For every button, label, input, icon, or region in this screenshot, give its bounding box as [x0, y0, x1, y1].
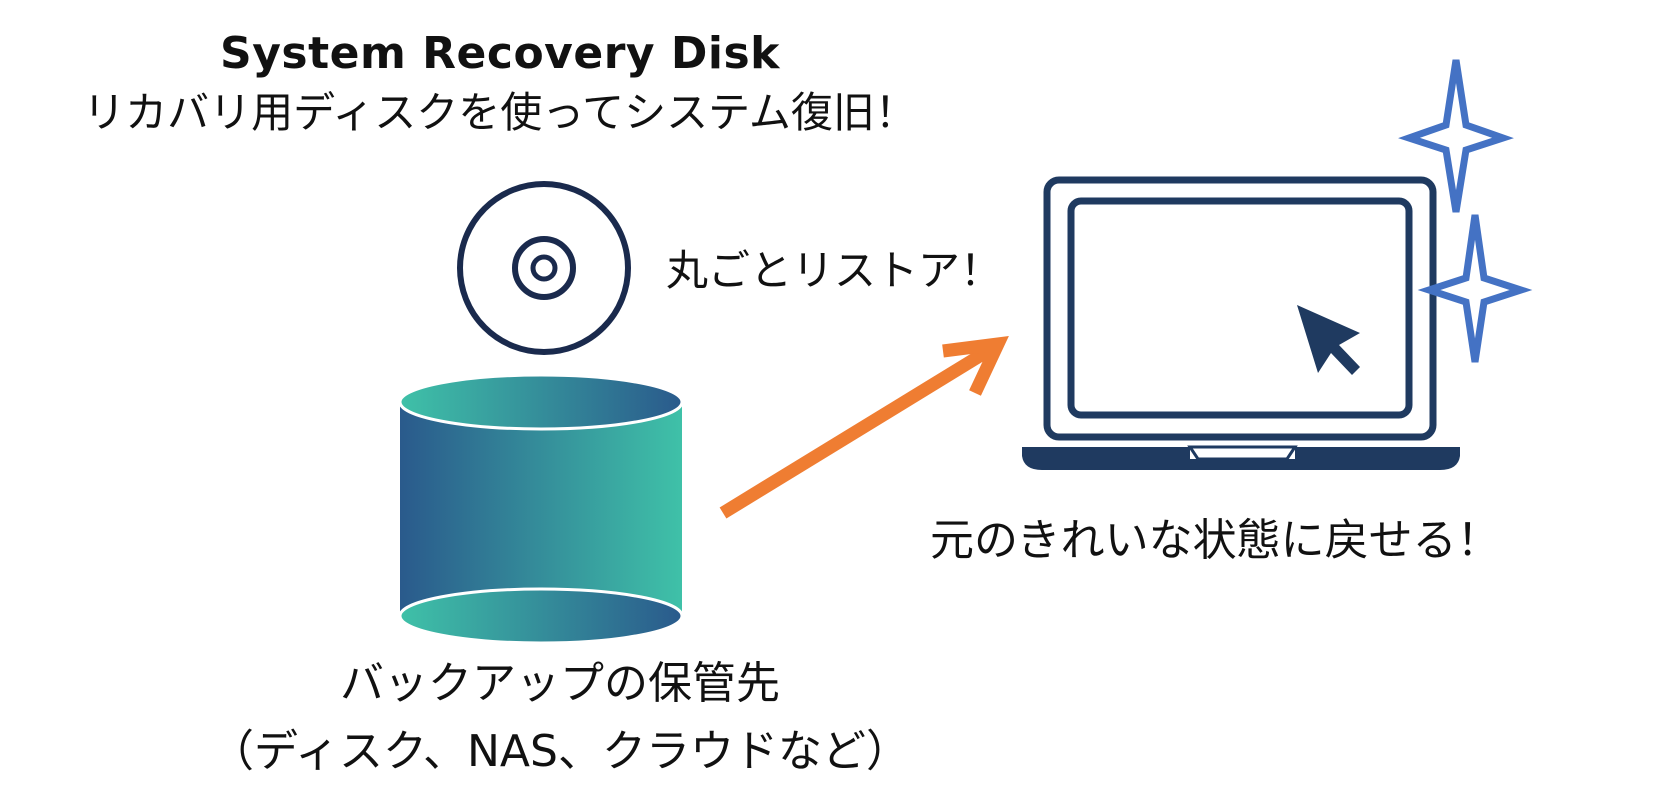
disc-icon	[457, 181, 631, 355]
restore-label: 丸ごとリストア！	[666, 246, 1003, 295]
clean-state-label: 元のきれいな状態に戻せる！	[930, 515, 1501, 566]
laptop-icon	[1022, 176, 1460, 470]
storage-cylinder-icon	[398, 373, 684, 645]
backup-destination-examples: （ディスク、NAS、クラウドなど）	[210, 726, 910, 777]
arrow-icon	[719, 336, 1009, 519]
cursor-icon	[1297, 305, 1360, 375]
sparkle-icon	[1417, 214, 1533, 363]
diagram-subtitle: リカバリ用ディスクを使ってシステム復旧！	[83, 88, 917, 137]
sparkle-icon	[1398, 59, 1514, 213]
diagram-title: System Recovery Disk	[220, 28, 780, 79]
backup-destination-label: バックアップの保管先	[340, 658, 780, 709]
